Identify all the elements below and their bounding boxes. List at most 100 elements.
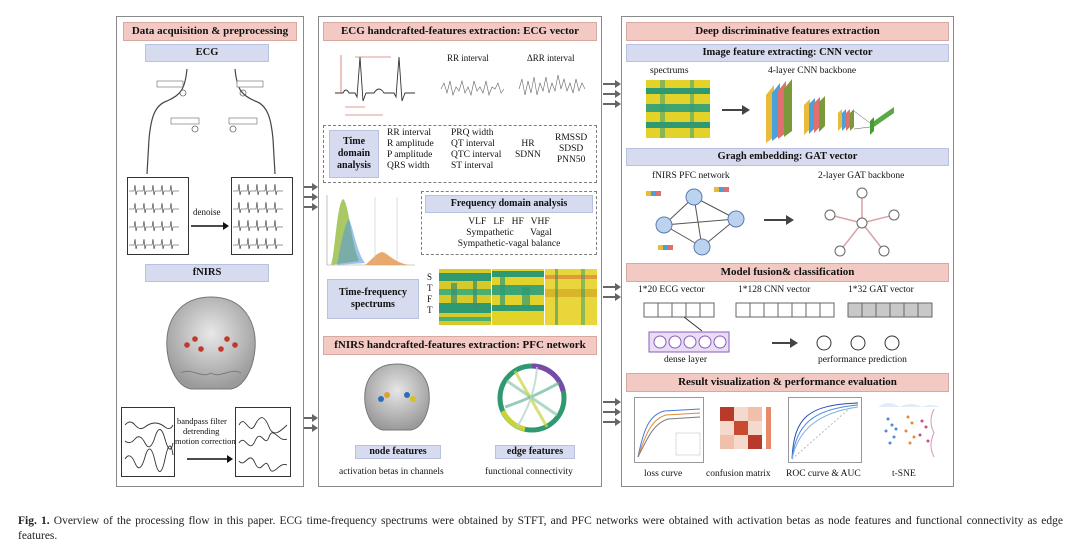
spectrums-label: spectrums	[650, 66, 689, 76]
rr-interval-signal	[440, 79, 505, 97]
fnirs-activation-head	[364, 363, 430, 431]
left-panel-title: Data acquisition & preprocessing	[123, 22, 297, 41]
loss-curve-plot	[634, 397, 704, 463]
delta-rr-interval-label: ΔRR interval	[527, 53, 575, 63]
result-label-confusion: confusion matrix	[706, 469, 771, 479]
time-domain-col-1: RR interval R amplitude P amplitude QRS …	[387, 128, 434, 172]
fnirs-section-label: fNIRS	[145, 264, 269, 282]
figure-number: Fig. 1.	[18, 515, 50, 527]
pfc-graph-figure	[646, 187, 745, 256]
arrows-left-to-middle-top	[304, 183, 318, 211]
spectrum-input-image	[646, 80, 710, 138]
freq-row-2: Sympathetic Vagal	[466, 228, 552, 238]
dense-layer-figure	[648, 331, 730, 353]
performance-prediction-label: performance prediction	[818, 355, 907, 365]
fnirs-pfc-title: fNIRS handcrafted-features extraction: P…	[323, 336, 597, 355]
td-item: QRS width	[387, 161, 430, 171]
figure-caption-text: Overview of the processing flow in this …	[18, 515, 1063, 542]
confusion-matrix-plot	[720, 407, 771, 449]
node-features-desc: activation betas in channels	[339, 467, 444, 477]
td-item: QTC interval	[451, 150, 502, 160]
result-title: Result visualization & performance evalu…	[626, 373, 949, 392]
ecg-section-label: ECG	[145, 44, 269, 62]
td-item: SDNN	[515, 150, 541, 160]
gat-subtitle: Gragh embedding: GAT vector	[626, 148, 949, 166]
cnn-arrow	[722, 105, 750, 115]
time-domain-col-4: RMSSD SDSD PNN50	[555, 133, 587, 166]
feature-vectors	[643, 302, 933, 332]
td-item: HR	[521, 139, 535, 149]
arrows-middle-to-right-mid	[603, 283, 621, 301]
fnirs-head-figure	[166, 296, 256, 390]
td-item: SDSD	[558, 144, 584, 154]
time-domain-col-2: PRQ width QT interval QTC interval ST in…	[451, 128, 501, 172]
stft-spectrogram-1	[439, 269, 491, 325]
fusion-title: Model fusion& classification	[626, 263, 949, 282]
stft-letter: S	[427, 272, 433, 282]
arrows-middle-to-right-top	[603, 80, 621, 108]
roc-curve-plot	[788, 397, 862, 463]
time-frequency-label: Time-frequency spectrums	[327, 279, 419, 319]
filtered-fnirs-signal	[235, 407, 291, 477]
gat-backbone-label: 2-layer GAT backbone	[818, 171, 905, 181]
td-item: PNN50	[556, 155, 586, 165]
td-item: R amplitude	[387, 139, 434, 149]
td-item: P amplitude	[387, 150, 433, 160]
freq-row-3: Sympathetic-vagal balance	[457, 239, 561, 249]
gat-arrow	[764, 215, 794, 225]
cnn-backbone-label: 4-layer CNN backbone	[768, 66, 857, 76]
stft-spectrogram-3	[545, 269, 597, 325]
node-features-label: node features	[355, 445, 441, 459]
functional-connectivity-chord	[497, 363, 567, 433]
arrows-middle-to-right-bottom	[603, 398, 621, 426]
result-label-tsne: t-SNE	[892, 469, 916, 479]
filter-line-3: motion correction	[175, 436, 236, 446]
right-panel: Deep discriminative features extraction …	[621, 16, 954, 487]
pfc-network-label: fNIRS PFC network	[652, 171, 730, 181]
td-item: RR interval	[387, 128, 432, 138]
td-item: RMSSD	[555, 133, 588, 143]
edge-features-label: edge features	[495, 445, 575, 459]
stft-letters: S T F T	[427, 272, 433, 316]
cnn-subtitle: Image feature extracting: CNN vector	[626, 44, 949, 62]
filter-line-2: detrending	[183, 426, 220, 436]
dense-layer-label: dense layer	[664, 355, 707, 365]
stft-letter: T	[427, 283, 433, 293]
cnn-backbone-figure	[766, 79, 894, 143]
edge-features-desc: functional connectivity	[485, 467, 573, 477]
filter-arrow	[187, 455, 233, 463]
rr-interval-label: RR interval	[447, 53, 489, 63]
prediction-nodes	[816, 335, 900, 351]
delta-rr-interval-signal	[518, 74, 586, 96]
denoised-ecg-signal	[231, 177, 293, 255]
raw-fnirs-signal	[121, 407, 175, 477]
ecg-annotated-beat	[335, 55, 415, 116]
right-panel-title: Deep discriminative features extraction	[626, 22, 949, 41]
time-domain-col-3: HR SDNN	[515, 139, 541, 161]
filter-line-1: bandpass filter	[177, 416, 227, 426]
tsne-plot	[878, 403, 940, 458]
middle-panel: ECG handcrafted-features extraction: ECG…	[318, 16, 602, 487]
td-item: ST interval	[451, 161, 494, 171]
stft-letter: F	[427, 294, 433, 304]
figure-caption: Fig. 1. Overview of the processing flow …	[18, 514, 1063, 544]
freq-row-1: VLF LF HF VHF	[468, 217, 550, 227]
frequency-domain-title: Frequency domain analysis	[425, 195, 593, 213]
denoise-arrow	[191, 222, 229, 230]
gat-vector-label: 1*32 GAT vector	[848, 285, 914, 295]
ecg-vector-label: 1*20 ECG vector	[638, 285, 705, 295]
fusion-arrow	[772, 338, 798, 348]
result-label-loss: loss curve	[644, 469, 683, 479]
stft-letter: T	[427, 305, 433, 315]
left-panel: Data acquisition & preprocessing ECG den…	[116, 16, 304, 487]
gat-backbone-figure	[824, 187, 900, 257]
raw-ecg-signal	[127, 177, 189, 255]
frequency-psd-plot	[326, 195, 415, 266]
td-item: QT interval	[451, 139, 495, 149]
stft-spectrogram-2	[492, 269, 544, 325]
torso-electrode-figure	[146, 68, 276, 175]
middle-panel-title: ECG handcrafted-features extraction: ECG…	[323, 22, 597, 41]
denoise-label: denoise	[193, 207, 221, 217]
td-item: PRQ width	[451, 128, 494, 138]
cnn-vector-label: 1*128 CNN vector	[738, 285, 811, 295]
